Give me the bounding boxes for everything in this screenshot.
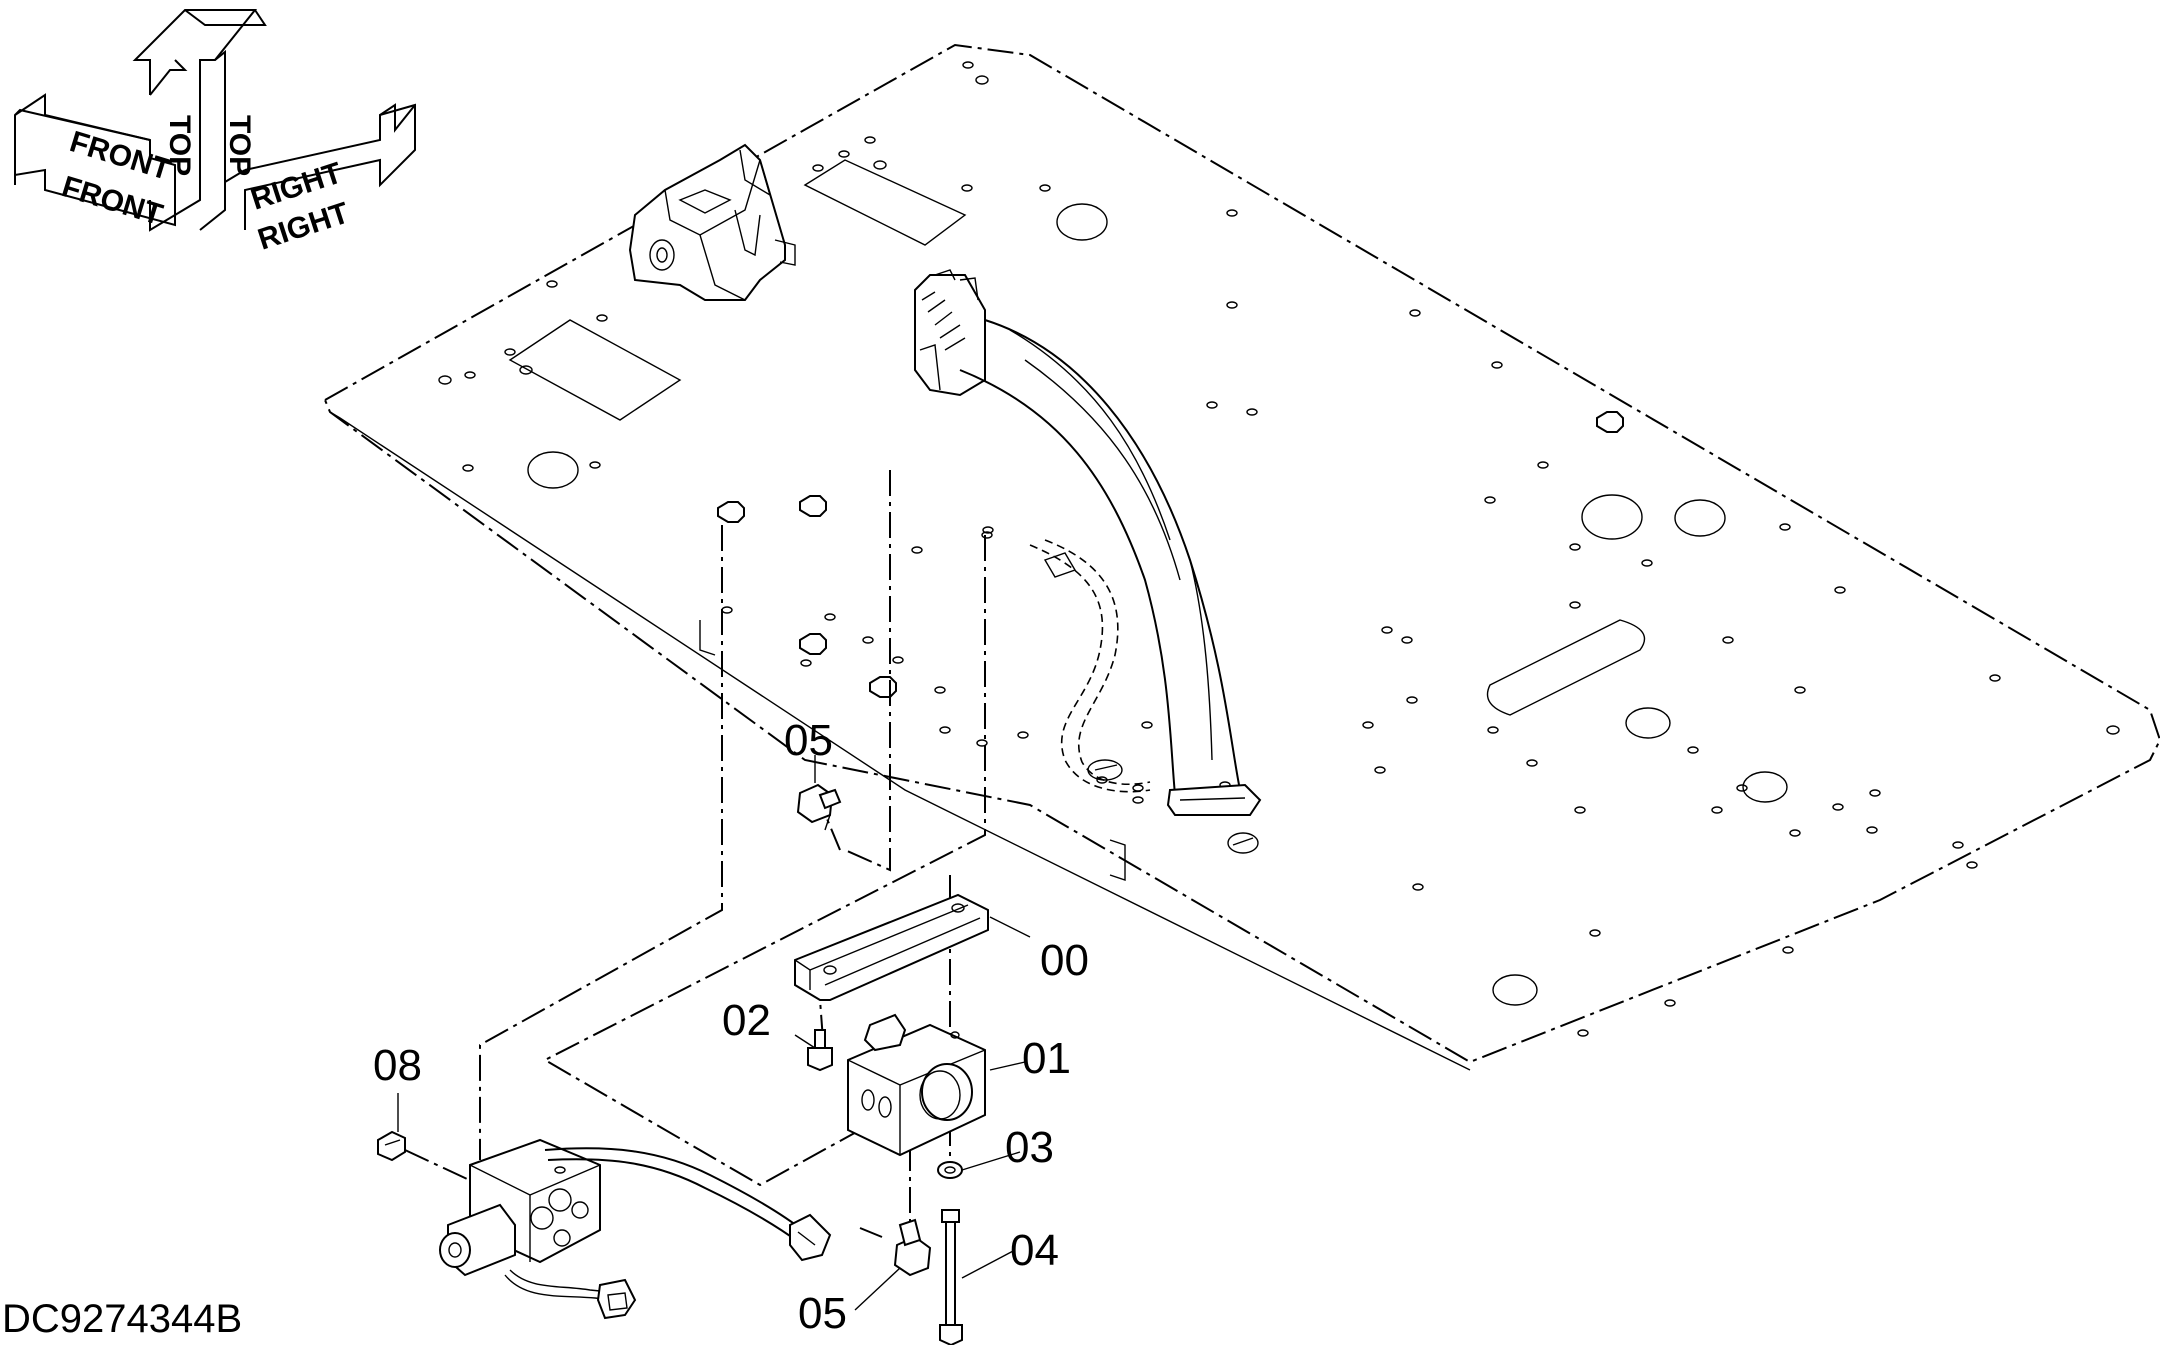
callout-00: 00 xyxy=(1040,936,1089,985)
floor-plate xyxy=(323,43,2160,1071)
top-label: TOP xyxy=(163,115,196,176)
document-id: DC9274344B xyxy=(2,1297,242,1341)
plate-hex-nuts xyxy=(717,411,1624,698)
part-08-plug xyxy=(377,1130,406,1162)
callout-01: 01 xyxy=(1022,1034,1071,1083)
part-05-fitting-upper xyxy=(796,783,842,831)
part-02-bolt xyxy=(807,1029,833,1072)
callout-02: 02 xyxy=(722,996,771,1045)
callout-03: 03 xyxy=(1005,1123,1054,1172)
plate-cutout-1 xyxy=(508,319,682,421)
callout-05-upper: 05 xyxy=(784,716,833,765)
callout-08: 08 xyxy=(373,1041,422,1090)
plate-motor-assembly xyxy=(628,143,796,301)
top-label-shadow: TOP xyxy=(223,115,256,176)
main-hose xyxy=(959,319,1262,854)
part-01-valve-block xyxy=(847,1013,986,1157)
part-03-washer xyxy=(937,1161,963,1179)
callout-labels: 00 01 02 03 04 05 05 08 xyxy=(373,716,1089,1338)
callout-04: 04 xyxy=(1010,1226,1059,1275)
part-00-bracket xyxy=(794,893,989,1001)
part-04-long-bolt xyxy=(939,1209,963,1345)
assembly-lines xyxy=(404,470,986,1240)
plate-slot xyxy=(1486,619,1646,716)
harness-connectors xyxy=(914,269,986,397)
part-05-fitting-lower xyxy=(893,1218,932,1277)
plate-cutout-2 xyxy=(803,159,967,246)
solenoid-valve-assembly xyxy=(439,1138,832,1320)
callout-05-lower: 05 xyxy=(798,1289,847,1338)
plate-bolt-holes xyxy=(438,61,2120,1037)
leader-lines xyxy=(397,755,1031,1311)
orientation-arrows-icon: FRONT FRONT TOP TOP RIGHT RIGHT xyxy=(14,9,416,257)
